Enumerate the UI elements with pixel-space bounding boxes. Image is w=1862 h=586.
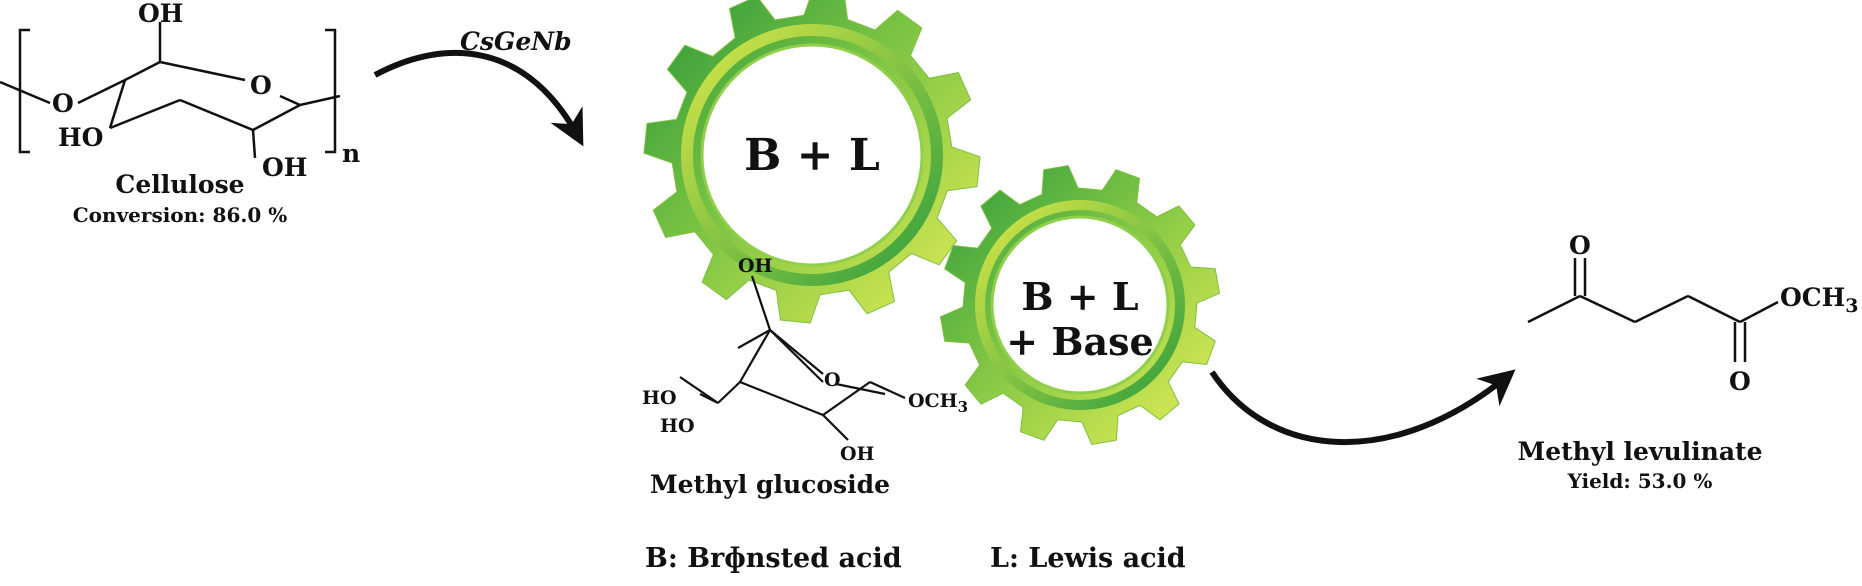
cellulose-ring-o: O xyxy=(250,71,272,100)
cellulose-structure: OH O O HO OH n xyxy=(0,0,360,182)
levulinate-och3: OCH3 xyxy=(1780,283,1859,317)
right-bracket xyxy=(325,28,337,154)
gear-small-line2: + Base xyxy=(1006,319,1153,364)
methyl-levulinate-name: Methyl levulinate xyxy=(1518,437,1763,466)
methyl-levulinate-yield: Yield: 53.0 % xyxy=(1567,469,1713,493)
gear-large-label: B + L xyxy=(744,130,880,181)
gear-large: B + L xyxy=(643,0,981,324)
reaction-arrow-2 xyxy=(1209,369,1516,445)
gear-small: B + L + Base xyxy=(939,164,1221,446)
cellulose-ho: HO xyxy=(58,123,103,152)
levulinate-bonds xyxy=(1527,258,1779,362)
legend-lewis-acid: L: Lewis acid xyxy=(990,543,1186,574)
methyl-levulinate-structure: O O OCH3 xyxy=(1527,231,1859,396)
gear-small-line1: B + L xyxy=(1021,274,1138,319)
glucoside-oh-top: OH xyxy=(738,255,773,277)
cellulose-bonds xyxy=(0,22,341,159)
levulinate-ketone-o: O xyxy=(1569,231,1591,260)
gear-large-ring xyxy=(681,24,943,286)
glucoside-och3: OCH3 xyxy=(908,390,968,416)
methyl-glucoside-name: Methyl glucoside xyxy=(650,470,890,499)
glucoside-ho-upper: HO xyxy=(642,387,677,409)
levulinate-ester-o: O xyxy=(1729,367,1751,396)
repeat-unit-n: n xyxy=(342,139,360,168)
gear-large-hub xyxy=(700,43,924,267)
legend-bronsted-acid: B: Brɸnsted acid xyxy=(645,543,902,574)
glucoside-ring-o: O xyxy=(824,369,841,391)
gear-small-hub xyxy=(990,215,1170,395)
glucoside-ho-lower: HO xyxy=(660,415,695,437)
cellulose-oh-top: OH xyxy=(138,0,183,28)
methyl-glucoside-structure: OH O OCH3 HO HO OH xyxy=(642,255,968,465)
cellulose-chain-o: O xyxy=(52,89,74,118)
reaction-arrow-1 xyxy=(373,49,584,147)
cellulose-conversion: Conversion: 86.0 % xyxy=(73,203,287,227)
glucoside-oh-bottom: OH xyxy=(840,443,875,465)
gear-small-ring xyxy=(975,200,1185,410)
cellulose-oh-bottom: OH xyxy=(262,153,307,182)
catalyst-label: CsGeNb xyxy=(460,27,572,56)
cellulose-name: Cellulose xyxy=(115,170,244,199)
glucoside-bonds xyxy=(679,275,906,441)
